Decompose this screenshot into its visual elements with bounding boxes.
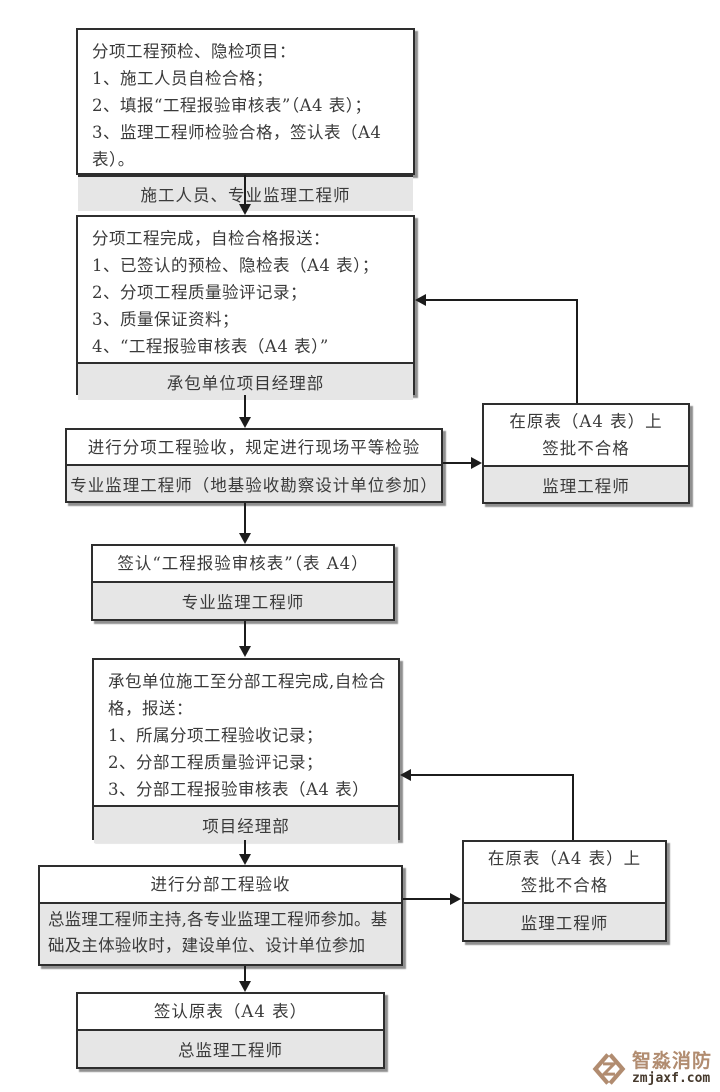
arrow-down-icon bbox=[239, 204, 251, 215]
connector-line bbox=[426, 299, 578, 301]
node-line: 3、监理工程师检验合格，签认表（A4 表）。 bbox=[92, 123, 382, 169]
arrow-right-icon bbox=[450, 893, 461, 905]
node-body: 分项工程预检、隐检项目： 1、施工人员自检合格； 2、填报“工程报验审核表”（A… bbox=[78, 30, 413, 175]
node-sign-review-form: 签认“工程报验审核表”（表 A4） 专业监理工程师 bbox=[91, 544, 395, 621]
watermark-text: 智淼消防 zmjaxf.com bbox=[631, 1050, 712, 1087]
node-body: 进行分项工程验收，规定进行现场平等检验 bbox=[67, 430, 441, 464]
connector-line bbox=[244, 395, 246, 418]
node-role: 项目经理部 bbox=[94, 805, 398, 843]
node-role: 承包单位项目经理部 bbox=[78, 362, 413, 400]
node-subitem-acceptance: 进行分项工程验收，规定进行现场平等检验 专业监理工程师（地基验收勘察设计单位参加… bbox=[65, 428, 443, 503]
zhimiao-logo-icon bbox=[592, 1053, 626, 1085]
node-role: 监理工程师 bbox=[484, 465, 688, 502]
node-line: 分项工程预检、隐检项目： bbox=[92, 42, 296, 61]
node-subdivision-complete: 承包单位施工至分部工程完成,自检合格，报送： 1、所属分项工程验收记录； 2、分… bbox=[92, 658, 400, 843]
arrow-left-icon bbox=[415, 294, 426, 306]
watermark: 智淼消防 zmjaxf.com bbox=[592, 1050, 712, 1087]
node-body: 签认“工程报验审核表”（表 A4） bbox=[93, 546, 393, 581]
node-line: 签批不合格 bbox=[542, 439, 630, 458]
node-title: 进行分项工程验收，规定进行现场平等检验 bbox=[87, 437, 421, 457]
node-line: 在原表（A4 表）上 bbox=[487, 849, 642, 868]
arrow-down-icon bbox=[239, 533, 251, 544]
connector-line bbox=[403, 898, 451, 900]
node-pre-inspection: 分项工程预检、隐检项目： 1、施工人员自检合格； 2、填报“工程报验审核表”（A… bbox=[76, 28, 415, 211]
node-line: 分项工程完成，自检合格报送： bbox=[92, 229, 330, 248]
node-body: 承包单位施工至分部工程完成,自检合格，报送： 1、所属分项工程验收记录； 2、分… bbox=[94, 660, 398, 805]
connector-line bbox=[244, 503, 246, 533]
node-role: 总监理工程师 bbox=[78, 1029, 383, 1067]
node-line: 4、“工程报验审核表（A4 表）” bbox=[92, 337, 329, 356]
node-line: 2、分部工程质量验评记录； bbox=[108, 753, 323, 772]
watermark-site: zmjaxf.com bbox=[631, 1071, 711, 1087]
connector-line bbox=[244, 175, 246, 206]
connector-line bbox=[244, 621, 246, 647]
node-title: 签认原表（A4 表） bbox=[153, 1002, 308, 1021]
arrow-right-icon bbox=[471, 457, 482, 469]
node-sign-original-form: 签认原表（A4 表） 总监理工程师 bbox=[76, 992, 385, 1069]
connector-line bbox=[443, 462, 472, 464]
node-line: 2、分项工程质量验评记录； bbox=[92, 283, 307, 302]
node-reject-subitem: 在原表（A4 表）上 签批不合格 监理工程师 bbox=[482, 403, 690, 504]
node-line: 1、施工人员自检合格； bbox=[92, 69, 273, 88]
node-body: 在原表（A4 表）上 签批不合格 bbox=[464, 842, 665, 902]
node-body: 在原表（A4 表）上 签批不合格 bbox=[484, 405, 688, 465]
node-subdivision-acceptance: 进行分部工程验收 总监理工程师主持,各专业监理工程师参加。基础及主体验收时，建设… bbox=[38, 865, 403, 966]
node-line: 3、质量保证资料； bbox=[92, 310, 239, 329]
node-line: 2、填报“工程报验审核表”（A4 表）； bbox=[92, 96, 372, 115]
node-title: 签认“工程报验审核表”（表 A4） bbox=[117, 554, 369, 573]
connector-line bbox=[572, 775, 574, 840]
node-line: 在原表（A4 表）上 bbox=[509, 412, 663, 431]
node-role: 专业监理工程师（地基验收勘察设计单位参加） bbox=[67, 464, 441, 501]
node-title: 进行分部工程验收 bbox=[150, 875, 291, 894]
arrow-down-icon bbox=[239, 646, 251, 657]
node-role: 监理工程师 bbox=[464, 902, 665, 940]
arrow-down-icon bbox=[239, 854, 251, 865]
node-line: 承包单位施工至分部工程完成,自检合格，报送： bbox=[108, 672, 386, 718]
node-line: 1、所属分项工程验收记录； bbox=[108, 726, 323, 745]
node-body: 签认原表（A4 表） bbox=[78, 994, 383, 1029]
node-body: 进行分部工程验收 bbox=[40, 867, 401, 902]
connector-line bbox=[244, 840, 246, 855]
node-body: 分项工程完成，自检合格报送： 1、已签认的预检、隐检表（A4 表）； 2、分项工… bbox=[78, 217, 413, 362]
watermark-brand: 智淼消防 bbox=[631, 1050, 712, 1073]
arrow-down-icon bbox=[239, 981, 251, 992]
node-line: 3、分部工程报验审核表（A4 表） bbox=[108, 780, 370, 799]
node-line: 签批不合格 bbox=[520, 876, 609, 895]
arrow-down-icon bbox=[239, 417, 251, 428]
connector-line bbox=[576, 300, 578, 403]
node-line: 1、已签认的预检、隐检表（A4 表）； bbox=[92, 256, 379, 275]
node-subitem-complete: 分项工程完成，自检合格报送： 1、已签认的预检、隐检表（A4 表）； 2、分项工… bbox=[76, 215, 415, 400]
node-reject-subdivision: 在原表（A4 表）上 签批不合格 监理工程师 bbox=[462, 840, 667, 942]
arrow-left-icon bbox=[400, 769, 411, 781]
connector-line bbox=[244, 966, 246, 982]
node-role: 专业监理工程师 bbox=[93, 581, 393, 619]
connector-line bbox=[411, 774, 574, 776]
node-role: 总监理工程师主持,各专业监理工程师参加。基础及主体验收时，建设单位、设计单位参加 bbox=[40, 902, 401, 964]
